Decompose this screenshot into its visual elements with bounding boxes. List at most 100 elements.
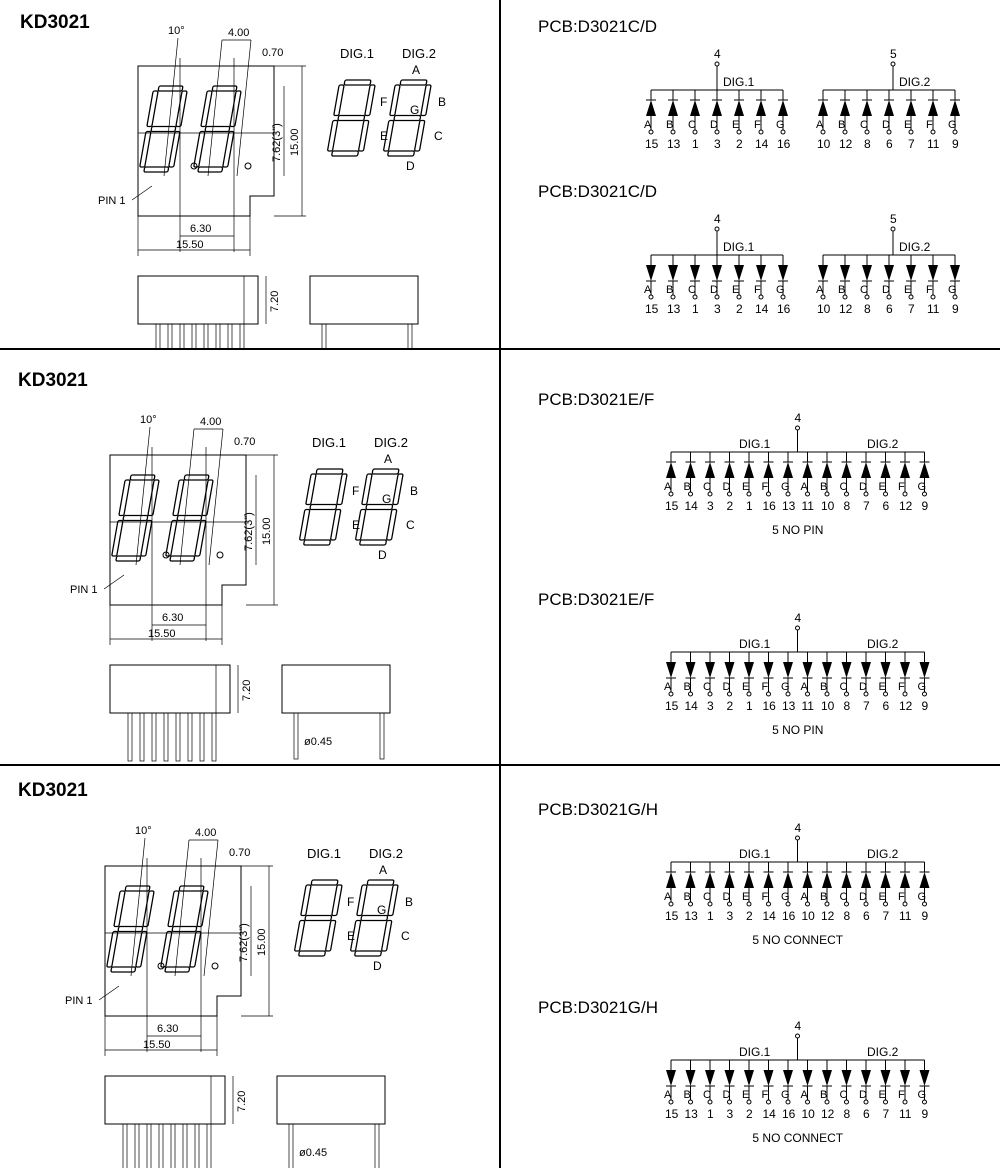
pin-pad: [844, 1099, 849, 1105]
segment-e: [355, 508, 367, 541]
segment-d: [169, 555, 196, 562]
led-symbol: [778, 100, 788, 116]
pin: [194, 1123, 200, 1168]
led-symbol: [822, 462, 832, 478]
segment-letter: F: [754, 119, 761, 131]
led-symbol: [900, 662, 910, 678]
pin-number: 3: [714, 302, 721, 316]
pin-pad: [902, 491, 908, 497]
digit-2-front: [193, 85, 242, 173]
pin-pad: [922, 1099, 927, 1105]
side-flange: [210, 1075, 226, 1125]
segment-letter: D: [723, 481, 731, 493]
segment-letter: E: [879, 1089, 886, 1101]
segment-letter: A: [664, 481, 672, 493]
segment-d: [143, 166, 170, 173]
segment-a: [310, 879, 339, 886]
pin-pad: [805, 691, 810, 697]
decimal-point: [244, 162, 252, 170]
led-symbol: [712, 265, 722, 281]
segment-letter: C: [860, 119, 868, 131]
pin-number: 8: [844, 1107, 851, 1121]
led-symbol: [802, 1070, 813, 1086]
segment-letter: G: [781, 891, 790, 903]
segment-letter: E: [732, 119, 739, 131]
segment-c-label: C: [406, 518, 415, 532]
pin-pad: [922, 691, 927, 697]
pin-pad: [707, 901, 713, 907]
pin-number: 12: [821, 1107, 835, 1121]
segment-letter: D: [859, 681, 867, 693]
led-symbol: [861, 462, 871, 478]
segment-letter: E: [879, 891, 886, 903]
segment-letter: E: [742, 481, 749, 493]
pin-number: 14: [685, 699, 699, 713]
pin1-label: PIN 1: [98, 195, 126, 207]
pin-pad: [864, 129, 870, 135]
led-symbol: [880, 1070, 891, 1086]
pin: [155, 323, 161, 348]
common-pad: [795, 1033, 800, 1039]
pin-pad: [863, 1099, 869, 1105]
pin-number: 9: [952, 302, 959, 316]
dig1-label: DIG.1: [312, 435, 346, 450]
digit-label: DIG.1: [739, 1045, 771, 1059]
segment-letter: F: [762, 681, 769, 693]
panel-divider-row2: [0, 764, 1000, 766]
segment-letter: G: [918, 481, 927, 493]
led-symbol: [840, 100, 850, 116]
pin-pad: [785, 1099, 791, 1105]
slant-line: [208, 428, 224, 566]
dig2-label: DIG.2: [369, 846, 403, 861]
pin-number: 9: [922, 499, 929, 513]
segment-d-label: D: [378, 548, 387, 562]
segment-letter: A: [801, 1089, 809, 1101]
segment-f: [172, 479, 185, 517]
led-symbol: [734, 100, 744, 116]
pin-pad: [668, 491, 674, 497]
segment-b: [420, 84, 432, 117]
segment-a: [211, 85, 238, 92]
segment-letter: E: [904, 284, 911, 296]
segment-e: [106, 930, 119, 968]
segment-letter: B: [684, 1089, 691, 1101]
pin: [191, 323, 197, 348]
segment-a: [157, 85, 184, 92]
pin-pad: [886, 294, 892, 300]
pin-number: 16: [777, 302, 791, 316]
digit-label: DIG.2: [899, 240, 931, 254]
segment-letter: C: [703, 1089, 711, 1101]
segment-e: [160, 930, 173, 968]
segment-b: [387, 884, 399, 917]
end-body: [276, 1075, 386, 1125]
segment-b: [364, 84, 376, 117]
segment-f: [305, 473, 317, 506]
pin-pad: [785, 491, 791, 497]
segment-e-label: E: [347, 929, 355, 943]
digit-label: DIG.2: [867, 1045, 899, 1059]
pin-number: 13: [667, 137, 681, 151]
segment-g: [122, 514, 149, 522]
pin-pad: [820, 129, 826, 135]
segment-e: [294, 919, 306, 952]
led-symbol: [646, 100, 656, 116]
pin-number: 12: [839, 302, 853, 316]
pin-number: 7: [883, 1107, 890, 1121]
pin-pad: [883, 691, 888, 697]
segment-b-label: B: [438, 95, 446, 109]
segment-f: [333, 84, 345, 117]
pin-pad: [922, 901, 927, 907]
segment-a: [315, 468, 344, 475]
led-symbol: [841, 1070, 852, 1086]
pin-pad: [863, 491, 869, 497]
led-symbol: [802, 872, 813, 888]
pin: [407, 323, 413, 348]
pin-pad: [883, 901, 888, 907]
segment-letter: G: [948, 119, 957, 131]
pin-number: 15: [645, 137, 659, 151]
segment-a: [371, 468, 400, 475]
